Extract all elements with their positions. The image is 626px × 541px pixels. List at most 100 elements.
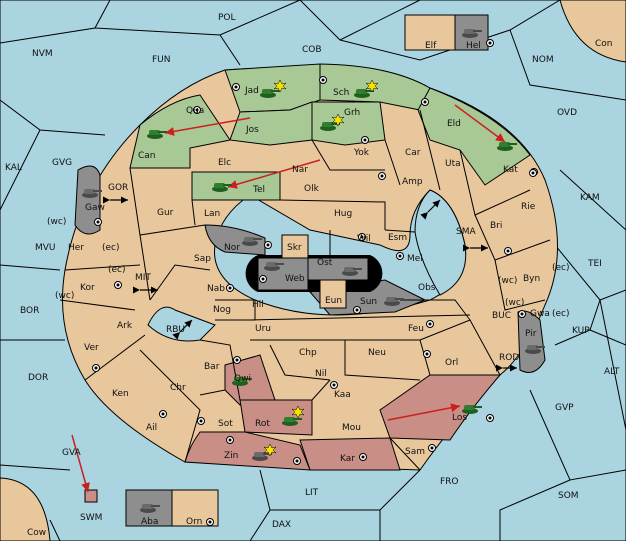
coast-connectors: [102, 196, 517, 372]
label-ec4: (ec): [552, 309, 570, 319]
label-som: SOM: [558, 491, 579, 501]
supply-center-icon: [293, 457, 301, 465]
label-feu: Feu: [408, 324, 424, 334]
label-skr: Skr: [287, 243, 302, 253]
province-rot[interactable]: [239, 399, 313, 436]
province-pir[interactable]: [517, 310, 546, 373]
label-rie: Rie: [521, 202, 536, 212]
label-uta: Uta: [445, 159, 461, 169]
label-buc: BUC: [492, 311, 511, 321]
label-pol: POL: [218, 13, 236, 23]
label-mou: Mou: [342, 423, 361, 433]
label-wc2: (wc): [55, 291, 74, 301]
label-lit: LIT: [305, 488, 319, 498]
label-gwa: Gwa: [530, 309, 550, 319]
label-obs: Obs: [418, 283, 436, 293]
label-fro: FRO: [440, 477, 459, 487]
province-labels: POL NVM FUN COB NOM Con Elf Hel OVD KAL …: [5, 13, 620, 538]
label-rod: ROD: [499, 353, 519, 363]
supply-center-icon: [486, 414, 494, 422]
label-ec2: (ec): [108, 265, 126, 275]
label-alt: ALT: [604, 367, 620, 377]
label-sap: Sap: [194, 254, 211, 264]
province-swm-island[interactable]: [84, 489, 98, 503]
supply-center-icon: [259, 275, 267, 283]
label-fun: FUN: [152, 55, 171, 65]
label-nog: Nog: [213, 305, 231, 315]
label-ail: Ail: [146, 423, 157, 433]
label-nar: Nar: [292, 165, 308, 175]
label-sun: Sun: [360, 297, 377, 307]
supply-center-icon: [226, 436, 234, 444]
label-nil: Nil: [315, 369, 327, 379]
label-jos: Jos: [245, 125, 259, 135]
province-eld-kat[interactable]: [417, 87, 531, 186]
province-can[interactable]: [129, 94, 231, 169]
supply-center-icon: [353, 306, 361, 314]
province-gaw[interactable]: [74, 165, 101, 235]
label-los: Los: [452, 413, 467, 423]
label-web: Web: [285, 274, 305, 284]
label-nvm: NVM: [32, 49, 53, 59]
label-lan: Lan: [204, 209, 220, 219]
label-nom: NOM: [532, 55, 554, 65]
label-ec1: (ec): [102, 243, 120, 253]
label-eun: Eun: [325, 296, 342, 306]
label-kam: KAM: [580, 193, 600, 203]
province-elf[interactable]: [404, 14, 456, 51]
label-gaw: Gaw: [85, 203, 105, 213]
label-pir: Pir: [525, 329, 537, 339]
label-bar: Bar: [204, 362, 220, 372]
label-gor: GOR: [108, 183, 128, 193]
label-olk: Olk: [304, 184, 320, 194]
label-zin: Zin: [224, 451, 238, 461]
label-kal: KAL: [5, 163, 22, 173]
supply-center-icon: [114, 281, 122, 289]
label-hil: Hil: [252, 300, 264, 310]
supply-center-icon: [423, 350, 431, 358]
label-wc4: (wc): [505, 298, 524, 308]
label-wc1: (wc): [47, 217, 66, 227]
label-nab: Nab: [207, 284, 225, 294]
province-kar[interactable]: [299, 437, 401, 471]
label-kup: KUP: [572, 326, 590, 336]
supply-center-icon: [504, 247, 512, 255]
label-byn: Byn: [523, 274, 540, 284]
label-gvp: GVP: [555, 403, 574, 413]
supply-center-icon: [319, 76, 327, 84]
label-ovd: OVD: [557, 108, 577, 118]
label-kaa: Kaa: [334, 390, 351, 400]
label-bri: Bri: [490, 221, 502, 231]
label-uru: Uru: [255, 324, 271, 334]
label-kat: Kat: [503, 165, 518, 175]
label-ken: Ken: [112, 389, 129, 399]
province-borders: [59, 109, 551, 471]
label-gva: GVA: [62, 448, 82, 458]
move-arrows: [71, 104, 506, 493]
label-can: Can: [138, 151, 156, 161]
label-sot: Sot: [218, 419, 233, 429]
label-bor: BOR: [20, 306, 39, 316]
province-los[interactable]: [379, 374, 502, 441]
label-chr: Chr: [170, 383, 186, 393]
label-wil: Wil: [357, 234, 371, 244]
supply-center-icon: [396, 252, 404, 260]
supply-center-icon: [361, 136, 369, 144]
label-grh: Grh: [344, 108, 360, 118]
label-ark: Ark: [117, 321, 133, 331]
province-eun[interactable]: [319, 279, 347, 309]
label-neu: Neu: [368, 348, 386, 358]
supply-center-icon: [486, 39, 494, 47]
label-aba: Aba: [141, 517, 158, 527]
label-elc: Elc: [218, 158, 231, 168]
supply-center-icon: [359, 453, 367, 461]
supply-center-icon: [206, 518, 214, 526]
supply-center-icon: [232, 83, 240, 91]
supply-center-icon: [233, 356, 241, 364]
label-cow: Cow: [27, 528, 46, 538]
supply-center-icon: [428, 444, 436, 452]
label-elf: Elf: [425, 41, 437, 51]
province-skr[interactable]: [281, 234, 309, 259]
